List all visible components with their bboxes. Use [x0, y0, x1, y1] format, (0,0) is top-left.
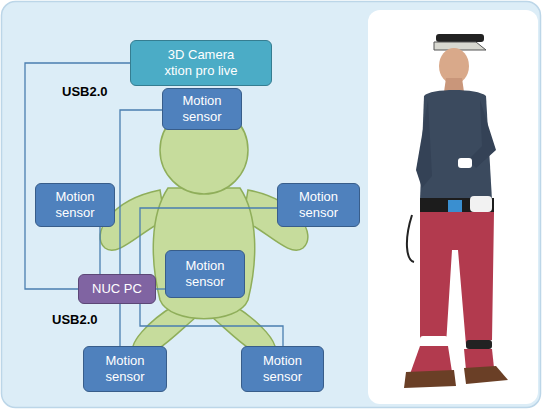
interface-label: USB2.0 [62, 84, 108, 99]
motion-sensor-box: Motion sensor [83, 346, 167, 392]
usb-cable [120, 110, 162, 274]
node-text: Motion sensor [170, 258, 240, 289]
usb-cable [140, 304, 283, 346]
node-text: Motion sensor [284, 189, 354, 220]
usb-cable [25, 63, 130, 289]
pc-box: NUC PC [78, 274, 156, 304]
node-text: Motion sensor [90, 353, 160, 384]
node-text: Motion sensor [248, 353, 318, 384]
interface-label: USB2.0 [52, 312, 98, 327]
node-text: Motion sensor [40, 189, 110, 220]
motion-sensor-box: Motion sensor [165, 250, 245, 298]
motion-sensor-box: Motion sensor [241, 346, 324, 392]
usb-cable [99, 227, 100, 274]
body-figure [100, 106, 308, 356]
node-text: NUC PC [92, 281, 142, 297]
person-photo [404, 34, 508, 388]
photo-frame [368, 10, 538, 404]
camera-box: 3D Camera xtion pro live [130, 40, 272, 86]
node-text: Motion sensor [167, 93, 237, 124]
motion-sensor-box: Motion sensor [162, 88, 242, 130]
usb-cable [156, 288, 165, 289]
motion-sensor-box: Motion sensor [277, 183, 360, 227]
motion-sensor-box: Motion sensor [35, 183, 115, 227]
usb-cable [119, 304, 120, 346]
node-text: 3D Camera xtion pro live [156, 47, 246, 78]
